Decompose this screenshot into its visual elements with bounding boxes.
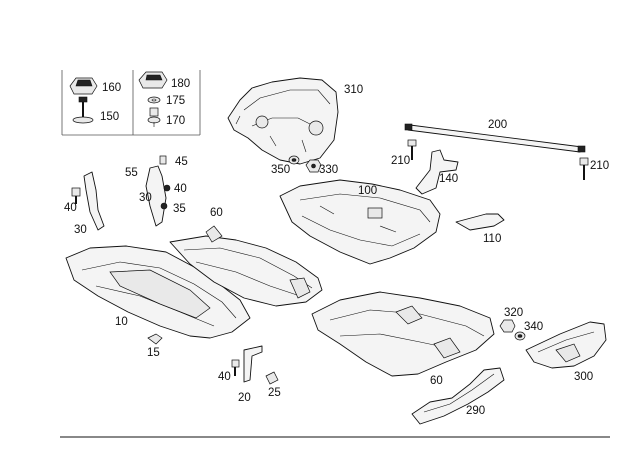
label-290: 290	[466, 405, 485, 417]
strut-bar-200[interactable]	[404, 123, 586, 153]
nut-320[interactable]	[499, 319, 516, 333]
label-180: 180	[171, 78, 190, 90]
label-60-lower: 60	[430, 375, 443, 387]
label-30-left: 30	[74, 224, 87, 236]
bracket-cluster-45[interactable]	[145, 155, 171, 227]
label-40-bottom: 40	[218, 371, 231, 383]
bolt-210-right[interactable]	[579, 157, 589, 180]
label-35: 35	[173, 203, 186, 215]
nut-330[interactable]	[305, 159, 322, 173]
bracket-20[interactable]	[243, 345, 263, 383]
washer-350[interactable]	[288, 155, 300, 165]
label-310: 310	[344, 84, 363, 96]
label-340: 340	[524, 321, 543, 333]
side-panel-300[interactable]	[525, 321, 607, 369]
label-200: 200	[488, 119, 507, 131]
fastener-inset	[61, 70, 201, 136]
front-underbody-panel-10[interactable]	[65, 245, 251, 339]
engine-cover-310[interactable]	[227, 77, 339, 165]
bracket-110[interactable]	[455, 213, 505, 231]
label-55: 55	[125, 167, 138, 179]
label-20: 20	[238, 392, 251, 404]
label-45: 45	[175, 156, 188, 168]
bracket-140[interactable]	[415, 149, 459, 195]
clip-15[interactable]	[147, 333, 163, 345]
screw-40-bottom[interactable]	[231, 359, 240, 376]
label-60-upper: 60	[210, 207, 223, 219]
underbody-shield-60-upper[interactable]	[169, 225, 323, 307]
label-350: 350	[271, 164, 290, 176]
label-210-left: 210	[391, 155, 410, 167]
washer-175[interactable]	[147, 96, 161, 104]
bracket-30-left[interactable]	[71, 171, 105, 231]
clip-160[interactable]	[69, 77, 98, 95]
label-40-left: 40	[64, 202, 77, 214]
label-10: 10	[115, 316, 128, 328]
label-30-mid: 30	[139, 192, 152, 204]
label-150: 150	[100, 111, 119, 123]
underbody-panel-100[interactable]	[279, 179, 441, 265]
label-160: 160	[102, 82, 121, 94]
label-170: 170	[166, 115, 185, 127]
label-110: 110	[483, 233, 501, 245]
label-25: 25	[268, 387, 281, 399]
label-300: 300	[574, 371, 593, 383]
label-15: 15	[147, 347, 160, 359]
label-140: 140	[439, 173, 458, 185]
side-rail-290[interactable]	[411, 367, 505, 425]
washer-340[interactable]	[514, 331, 526, 341]
clip-25[interactable]	[265, 371, 279, 385]
bolt-210-left[interactable]	[407, 139, 417, 160]
clip-180[interactable]	[138, 71, 168, 89]
label-40-mid: 40	[174, 183, 187, 195]
label-175: 175	[166, 95, 185, 107]
underbody-shield-60-lower[interactable]	[311, 291, 495, 377]
label-210-right: 210	[590, 160, 609, 172]
label-320: 320	[504, 307, 523, 319]
label-100: 100	[358, 185, 377, 197]
label-330: 330	[319, 164, 338, 176]
screw-150[interactable]	[72, 96, 94, 124]
screw-170[interactable]	[147, 107, 161, 127]
